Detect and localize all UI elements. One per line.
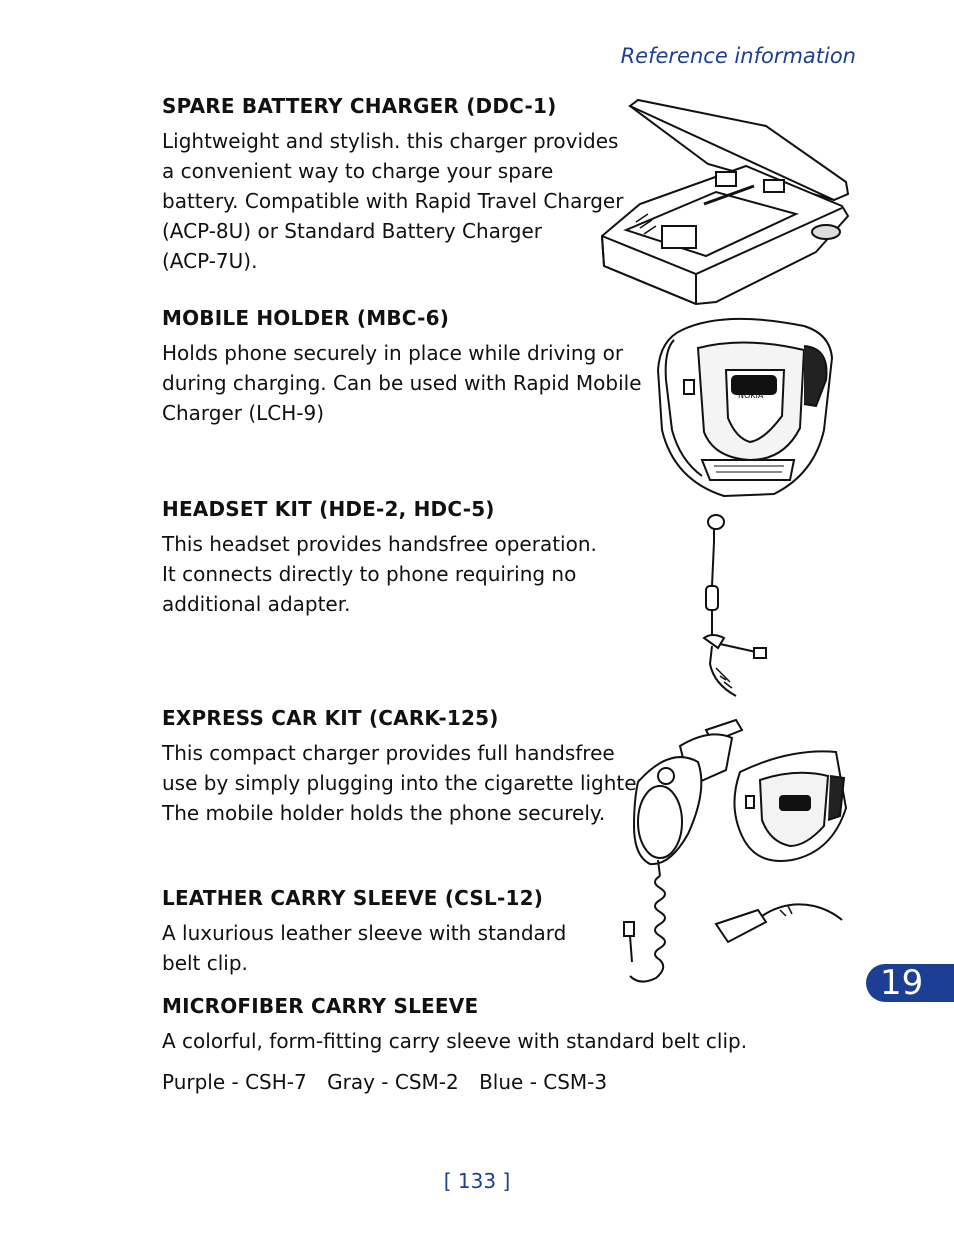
variant-item: Purple - CSH-7 bbox=[162, 1070, 307, 1094]
section-body: Lightweight and stylish. this charger pr… bbox=[162, 129, 624, 273]
headset-kit-illustration bbox=[702, 514, 767, 697]
express-car-kit-illustration bbox=[623, 718, 848, 983]
section-body: Holds phone securely in place while driv… bbox=[162, 341, 642, 425]
section-spare-battery-charger: SPARE BATTERY CHARGER (DDC-1) Lightweigh… bbox=[162, 94, 623, 276]
section-body: A luxurious leather sleeve with standard… bbox=[162, 921, 567, 975]
section-heading: EXPRESS CAR KIT (CARK-125) bbox=[162, 706, 499, 730]
section-heading: HEADSET KIT (HDE-2, HDC-5) bbox=[162, 497, 495, 521]
chapter-tab: 19 bbox=[866, 964, 954, 1002]
battery-charger-illustration bbox=[600, 98, 850, 306]
section-mobile-holder: MOBILE HOLDER (MBC-6) Holds phone secure… bbox=[162, 306, 642, 428]
variant-item: Blue - CSM-3 bbox=[479, 1070, 608, 1094]
running-header: Reference information bbox=[620, 44, 856, 68]
nokia-logo: NOKIA bbox=[738, 391, 764, 400]
section-heading: SPARE BATTERY CHARGER (DDC-1) bbox=[162, 94, 557, 118]
section-body: This headset provides handsfree operatio… bbox=[162, 532, 597, 616]
section-leather-carry-sleeve: LEATHER CARRY SLEEVE (CSL-12) A luxuriou… bbox=[162, 886, 566, 978]
section-body: A colorful, form-fitting carry sleeve wi… bbox=[162, 1029, 748, 1053]
section-express-car-kit: EXPRESS CAR KIT (CARK-125) This compact … bbox=[162, 706, 649, 828]
section-heading: MICROFIBER CARRY SLEEVE bbox=[162, 994, 479, 1018]
variant-list: Purple - CSH-7 Gray - CSM-2 Blue - CSM-3 bbox=[162, 1067, 747, 1097]
variant-item: Gray - CSM-2 bbox=[327, 1070, 459, 1094]
section-headset-kit: HEADSET KIT (HDE-2, HDC-5) This headset … bbox=[162, 497, 597, 619]
section-heading: LEATHER CARRY SLEEVE (CSL-12) bbox=[162, 886, 544, 910]
section-body: This compact charger provides full hands… bbox=[162, 741, 650, 825]
section-heading: MOBILE HOLDER (MBC-6) bbox=[162, 306, 450, 330]
section-microfiber-carry-sleeve: MICROFIBER CARRY SLEEVE A colorful, form… bbox=[162, 994, 747, 1097]
mobile-holder-illustration: NOKIA bbox=[656, 317, 834, 498]
page-number: [ 133 ] bbox=[443, 1169, 511, 1193]
